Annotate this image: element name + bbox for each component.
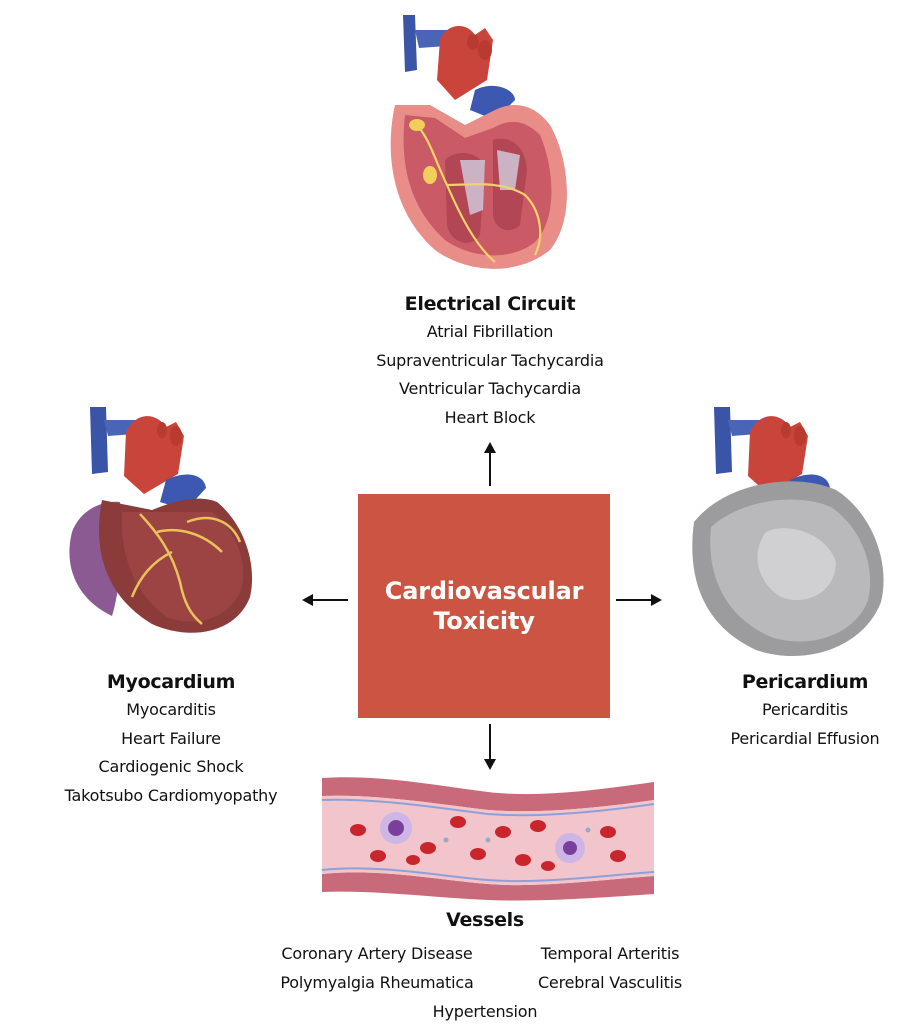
vessels-item: Temporal Arteritis (510, 940, 710, 969)
electrical-item: Ventricular Tachycardia (360, 375, 620, 404)
arrow-down-icon (482, 722, 498, 772)
arrow-right-icon (614, 592, 664, 608)
electrical-circuit-block: Electrical Circuit Atrial Fibrillation S… (360, 292, 620, 432)
blood-vessel-illustration (318, 770, 658, 902)
vessels-title: Vessels (400, 908, 570, 932)
arrow-up-icon (482, 440, 498, 488)
vessels-item: Hypertension (380, 998, 590, 1027)
electrical-item: Heart Block (360, 404, 620, 433)
electrical-heart-illustration (375, 10, 575, 280)
myocardium-heart-illustration (62, 402, 258, 634)
myocardium-title: Myocardium (40, 670, 302, 694)
myocardium-item: Takotsubo Cardiomyopathy (40, 782, 302, 811)
cardiovascular-toxicity-box: Cardiovascular Toxicity (358, 494, 610, 718)
pericardium-item: Pericarditis (710, 696, 900, 725)
pericardium-block: Pericardium Pericarditis Pericardial Eff… (710, 670, 900, 753)
vessels-item: Polymyalgia Rheumatica (256, 969, 498, 998)
electrical-item: Supraventricular Tachycardia (360, 347, 620, 376)
center-title-line1: Cardiovascular (385, 576, 583, 606)
vessels-item: Coronary Artery Disease (256, 940, 498, 969)
arrow-left-icon (300, 592, 350, 608)
vessels-right-column: Temporal Arteritis Cerebral Vasculitis (510, 940, 710, 997)
vessels-left-column: Coronary Artery Disease Polymyalgia Rheu… (256, 940, 498, 997)
myocardium-item: Cardiogenic Shock (40, 753, 302, 782)
electrical-circuit-title: Electrical Circuit (360, 292, 620, 316)
myocardium-block: Myocardium Myocarditis Heart Failure Car… (40, 670, 302, 810)
vessels-item: Cerebral Vasculitis (510, 969, 710, 998)
pericardium-heart-illustration (686, 402, 886, 664)
pericardium-item: Pericardial Effusion (710, 725, 900, 754)
vessels-bottom-item: Hypertension (380, 998, 590, 1027)
electrical-item: Atrial Fibrillation (360, 318, 620, 347)
center-title-line2: Toxicity (433, 606, 534, 636)
myocardium-item: Myocarditis (40, 696, 302, 725)
pericardium-title: Pericardium (710, 670, 900, 694)
myocardium-item: Heart Failure (40, 725, 302, 754)
